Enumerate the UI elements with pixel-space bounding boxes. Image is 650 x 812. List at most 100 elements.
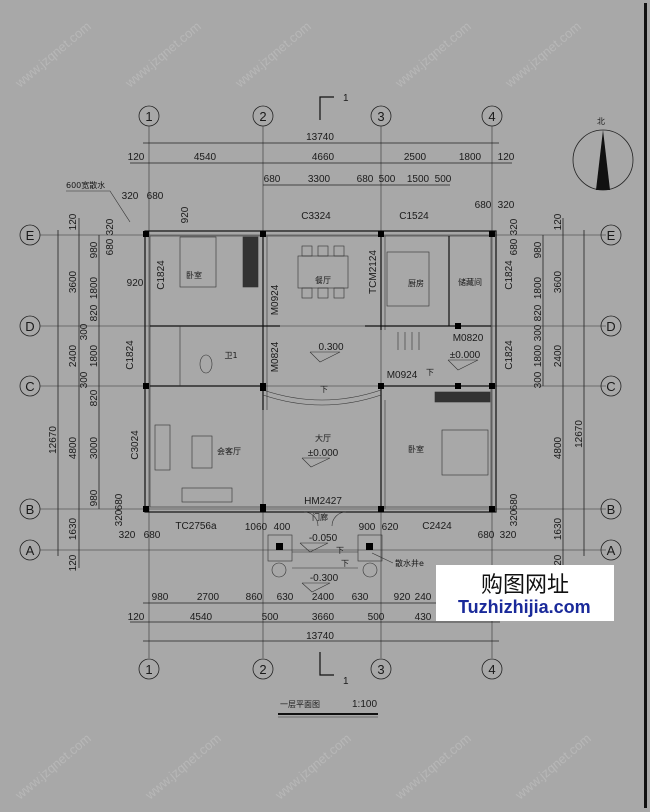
svg-text:1: 1 — [145, 662, 152, 677]
axis-1-top: 1 — [138, 105, 160, 127]
drawing-title: 一层平面图 1:100 — [278, 699, 378, 718]
watermark-text: www.jzqnet.com — [12, 18, 94, 91]
svg-text:680: 680 — [147, 191, 164, 202]
svg-text:1630: 1630 — [553, 517, 564, 540]
svg-text:13740: 13740 — [306, 631, 334, 642]
axis-2-top: 2 — [252, 105, 274, 127]
brand-watermark-box: 购图网址 Tuzhizhijia.com — [436, 565, 614, 621]
annotations: 600宽散水 散水井e — [66, 180, 424, 568]
svg-text:M0924: M0924 — [270, 284, 281, 315]
svg-text:下: 下 — [336, 546, 344, 555]
axis-1-bottom: 1 — [138, 658, 160, 680]
svg-text:HM2427: HM2427 — [304, 496, 342, 507]
svg-text:860: 860 — [246, 592, 263, 603]
room-labels: 卧室 餐厅 厨房 储藏间 卫1 会客厅 大厅 卧室 门廊 — [186, 270, 482, 522]
svg-text:-0.300: -0.300 — [310, 573, 339, 584]
svg-text:680: 680 — [478, 530, 495, 541]
svg-text:4800: 4800 — [553, 436, 564, 459]
svg-text:300: 300 — [533, 371, 544, 388]
walls — [143, 230, 497, 513]
svg-text:3600: 3600 — [68, 270, 79, 293]
watermark-text: www.jzqnet.com — [142, 730, 224, 803]
svg-text:920: 920 — [127, 278, 144, 289]
axis-A-left: A — [19, 539, 41, 561]
svg-text:E: E — [26, 228, 35, 243]
svg-text:680: 680 — [509, 238, 520, 255]
svg-text:1800: 1800 — [89, 344, 100, 367]
svg-text:820: 820 — [89, 389, 100, 406]
svg-text:4: 4 — [488, 662, 495, 677]
well-note: 散水井e — [395, 558, 424, 568]
svg-text:430: 430 — [415, 612, 432, 623]
room-storage: 储藏间 — [458, 277, 482, 287]
svg-text:4660: 4660 — [312, 152, 335, 163]
axis-4-bottom: 4 — [481, 658, 503, 680]
svg-text:2: 2 — [259, 662, 266, 677]
window-labels: C3324 C1524 C1824 C1824 C3024 C1824 C182… — [125, 211, 515, 532]
top-dimensions: 13740 120 4540 4660 2500 1800 120 680 33… — [128, 132, 515, 186]
axis-bubbles: 1 2 3 4 1 2 3 4 E D C B A E D C B A — [19, 105, 622, 680]
bed-2 — [441, 429, 489, 476]
svg-text:±0.000: ±0.000 — [308, 448, 339, 459]
svg-text:0.300: 0.300 — [318, 342, 343, 353]
svg-text:1630: 1630 — [68, 517, 79, 540]
svg-text:120: 120 — [128, 612, 145, 623]
svg-text:3: 3 — [377, 662, 384, 677]
axis-C-right: C — [600, 375, 622, 397]
watermark-text: www.jzqnet.com — [12, 730, 94, 803]
svg-text:500: 500 — [368, 612, 385, 623]
svg-text:C1824: C1824 — [156, 260, 167, 290]
svg-text:3: 3 — [377, 109, 384, 124]
right-dimensions: 12670 120 3600 2400 4800 1630 120 980 18… — [533, 213, 585, 571]
brand-en: Tuzhizhijia.com — [458, 597, 591, 617]
svg-text:680: 680 — [114, 493, 125, 510]
svg-text:3000: 3000 — [89, 436, 100, 459]
svg-text:B: B — [607, 502, 616, 517]
svg-text:4: 4 — [488, 109, 495, 124]
svg-text:120: 120 — [128, 152, 145, 163]
svg-text:C3324: C3324 — [301, 211, 331, 222]
svg-text:680: 680 — [475, 200, 492, 211]
watermark-text: www.jzqnet.com — [232, 18, 314, 91]
svg-text:3300: 3300 — [308, 174, 331, 185]
svg-text:680: 680 — [357, 174, 374, 185]
apron-note: 600宽散水 — [66, 180, 105, 190]
svg-text:C: C — [25, 379, 34, 394]
svg-text:A: A — [26, 543, 35, 558]
svg-text:980: 980 — [89, 241, 100, 258]
svg-text:4800: 4800 — [68, 436, 79, 459]
section-mark-bottom: 1 — [319, 652, 349, 687]
svg-text:1800: 1800 — [459, 152, 482, 163]
watermark-text: www.jzqnet.com — [122, 18, 204, 91]
room-hall: 大厅 — [315, 433, 331, 443]
axis-B-left: B — [19, 498, 41, 520]
brand-cn: 购图网址 — [481, 573, 570, 598]
elevation-marks: 0.300 ±0.000 ±0.000 -0.050 -0.300 下 下 下 … — [299, 342, 481, 593]
svg-text:320: 320 — [114, 509, 125, 526]
svg-text:980: 980 — [152, 592, 169, 603]
axis-E-right: E — [600, 224, 622, 246]
axis-C-left: C — [19, 375, 41, 397]
svg-text:240: 240 — [415, 592, 432, 603]
svg-text:TC2756a: TC2756a — [175, 521, 217, 532]
svg-text:-0.050: -0.050 — [309, 533, 338, 544]
svg-text:2400: 2400 — [553, 344, 564, 367]
bed — [179, 236, 217, 288]
svg-text:120: 120 — [553, 213, 564, 230]
coffee-table — [191, 435, 213, 469]
svg-text:320: 320 — [500, 530, 517, 541]
room-kitchen: 厨房 — [408, 278, 424, 288]
porch — [267, 511, 383, 578]
svg-text:13740: 13740 — [306, 132, 334, 143]
svg-text:300: 300 — [79, 323, 90, 340]
axis-D-right: D — [600, 315, 622, 337]
local-dimensions: 320 680 920 320 680 920 680 320 320 680 … — [105, 191, 520, 541]
watermark-text: www.jzqnet.com — [512, 730, 594, 803]
svg-text:300: 300 — [533, 324, 544, 341]
svg-text:C1524: C1524 — [399, 211, 429, 222]
svg-text:C1824: C1824 — [504, 260, 515, 290]
svg-text:300: 300 — [79, 371, 90, 388]
svg-text:2500: 2500 — [404, 152, 427, 163]
room-bedroom-1: 卧室 — [186, 270, 202, 280]
